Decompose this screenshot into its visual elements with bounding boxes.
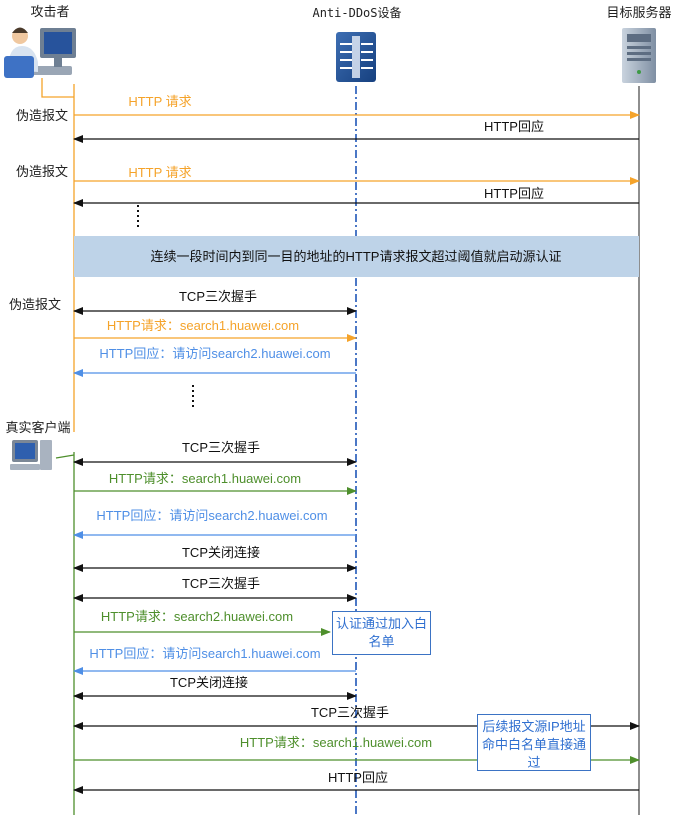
message-label: HTTP请求：search1.huawei.com xyxy=(240,735,432,750)
firewall-device-icon xyxy=(336,32,376,82)
server-title: 目标服务器 xyxy=(606,5,671,20)
client-lifeline-hook xyxy=(55,454,75,459)
message-label: HTTP请求：search1.huawei.com xyxy=(109,471,301,486)
message-label: TCP关闭连接 xyxy=(182,545,260,560)
desktop-computer-icon xyxy=(10,440,52,470)
whitelist-note: 认证通过加入白名单 xyxy=(332,611,431,655)
message-label: TCP三次握手 xyxy=(311,705,389,720)
message-label: HTTP 请求 xyxy=(128,94,191,109)
message-label: HTTP 请求 xyxy=(128,165,191,180)
message-label: TCP三次握手 xyxy=(182,440,260,455)
message-label: TCP三次握手 xyxy=(179,289,257,304)
source-auth-banner-text: 连续一段时间内到同一目的地址的HTTP请求报文超过阈值就启动源认证 xyxy=(151,249,562,264)
message-label: HTTP请求：search2.huawei.com xyxy=(101,609,293,624)
forged-label-3: 伪造报文 xyxy=(9,297,61,312)
forged-label-2: 伪造报文 xyxy=(16,164,68,179)
message-label: TCP关闭连接 xyxy=(170,675,248,690)
attacker-lifeline-hook xyxy=(41,78,74,98)
message-label: TCP三次握手 xyxy=(182,576,260,591)
server-tower-icon xyxy=(622,28,656,83)
message-label: HTTP回应：请访问search2.huawei.com xyxy=(99,346,330,361)
client-title: 真实客户端 xyxy=(5,420,70,435)
attacker-title: 攻击者 xyxy=(30,4,69,19)
computer-user-icon xyxy=(4,27,76,78)
message-label: HTTP请求：search1.huawei.com xyxy=(107,318,299,333)
message-label: HTTP回应 xyxy=(484,119,544,134)
message-label: HTTP回应：请访问search2.huawei.com xyxy=(96,508,327,523)
message-label: HTTP回应 xyxy=(328,770,388,785)
forged-label-1: 伪造报文 xyxy=(16,108,68,123)
message-label: HTTP回应 xyxy=(484,186,544,201)
source-auth-banner xyxy=(74,236,639,277)
message-label: HTTP回应：请访问search1.huawei.com xyxy=(89,646,320,661)
direct-pass-note: 后续报文源IP地址命中白名单直接通过 xyxy=(477,714,591,771)
device-title: Anti-DDoS设备 xyxy=(312,6,401,20)
